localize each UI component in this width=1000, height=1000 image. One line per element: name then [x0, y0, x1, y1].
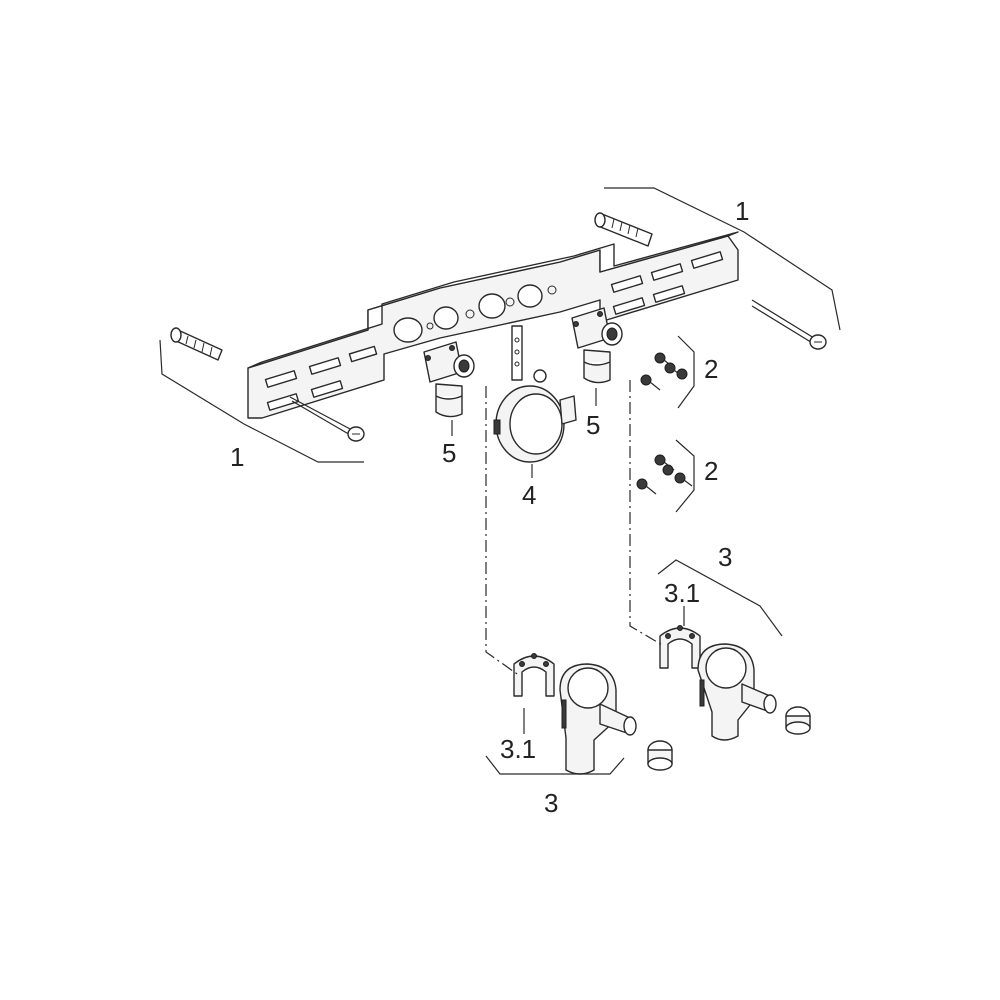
- label-screws-lower: 2: [704, 456, 718, 486]
- label-screws-upper: 2: [704, 354, 718, 384]
- plug-right: [785, 706, 811, 735]
- label-screw-anchor-left: 1: [230, 442, 244, 472]
- wall-anchor-upper-right: [594, 212, 653, 247]
- wall-elbow-right: [571, 307, 623, 384]
- label-elbow-set-right: 3: [718, 542, 732, 572]
- label-screw-anchor-right: 1: [735, 196, 749, 226]
- backplate-right: [659, 625, 701, 669]
- label-wall-elbow-right: 5: [586, 410, 600, 440]
- plug-left: [647, 740, 673, 771]
- label-wall-elbow-left: 5: [442, 438, 456, 468]
- label-pipe-clamp: 4: [522, 480, 536, 510]
- assembly-centerlines: [485, 380, 665, 677]
- pipe-clamp: [493, 325, 577, 463]
- wall-anchor-upper-left: [170, 327, 223, 361]
- wood-screw-left: [289, 396, 365, 442]
- label-elbow-set-left: 3: [544, 788, 558, 818]
- wall-elbow-left: [423, 341, 475, 418]
- label-backplate-left: 3.1: [500, 734, 536, 764]
- elbow-fitting-left: [559, 663, 637, 775]
- callout-labels: 1 1 2 2 5 5 4 3 3.1 3.1 3: [230, 196, 749, 818]
- leader-lines: [159, 187, 841, 775]
- small-screws-lower: [636, 454, 693, 495]
- mounting-rail: [247, 231, 739, 419]
- small-screws-upper: [640, 352, 688, 391]
- wood-screw-right: [751, 299, 827, 350]
- backplate-left: [513, 653, 555, 697]
- label-backplate-right: 3.1: [664, 578, 700, 608]
- elbow-fitting-right: [697, 643, 777, 741]
